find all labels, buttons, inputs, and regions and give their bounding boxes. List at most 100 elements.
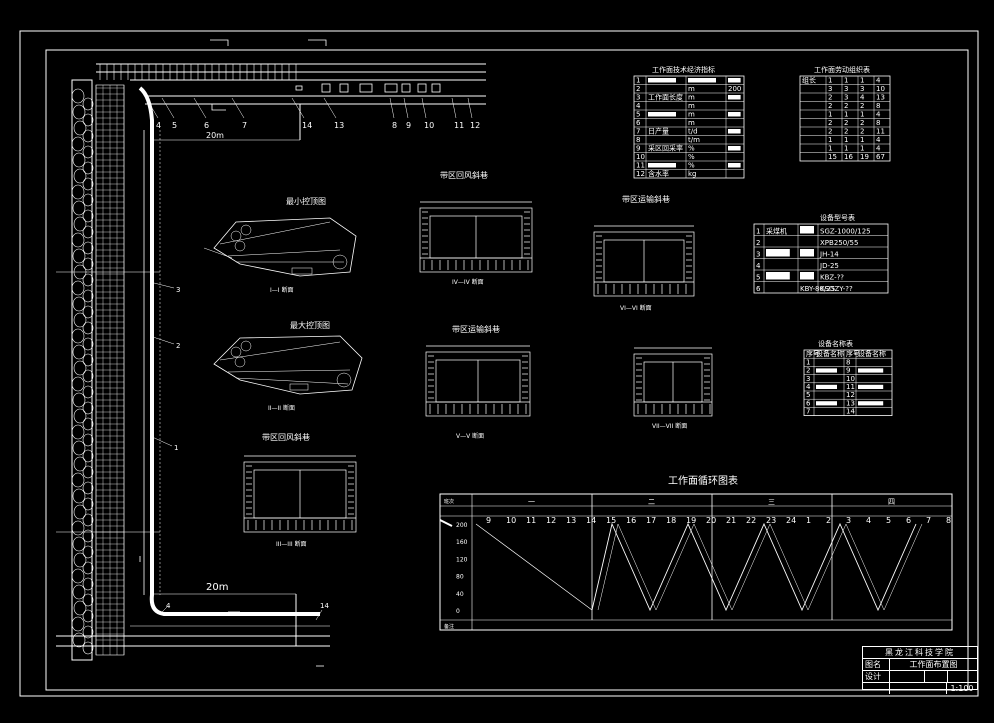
equip-name-table-cell: 7 — [806, 408, 810, 416]
tech-table-cell: 200 — [728, 85, 741, 93]
tech-table-cell: 7 — [636, 128, 640, 136]
sec1-label: I—I 断面 — [270, 286, 293, 294]
sec4-label: IV—IV 断面 — [452, 278, 484, 286]
cycle-hour-15: 15 — [606, 516, 616, 525]
equip-model-table-cell: KBY-80/25 — [800, 285, 835, 293]
sec7-label: VII—VII 断面 — [652, 422, 687, 430]
equip-name-table-cell: 11 — [846, 383, 855, 391]
labor-table-cell: 组长 — [802, 76, 816, 85]
labor-table-cell: 13 — [876, 94, 885, 102]
cycle-hour-9: 9 — [486, 516, 491, 525]
equip-name-table-cell: 9 — [846, 367, 850, 375]
title-block: 黑龙江科技学院 图名 工作面布置图 设计 1:100 — [862, 646, 978, 694]
labor-table-cell: 3 — [844, 85, 848, 93]
section-5 — [425, 345, 531, 417]
tables: 123456789101112工作面长度日产量采区回采率含水率mmmmmt/dt… — [633, 75, 893, 416]
cycle-hour-19: 19 — [686, 516, 696, 525]
equip-name-table-cell: 设备名称 — [858, 349, 886, 358]
tech-table: 123456789101112工作面长度日产量采区回采率含水率mmmmmt/dt… — [633, 75, 745, 179]
plan-label-top-4: 4 — [156, 121, 161, 130]
sec2-label: II—II 断面 — [268, 404, 295, 412]
tech-table-cell: 日产量 — [648, 127, 669, 136]
plan-label-top-11: 11 — [454, 121, 464, 130]
cycle-hour-20: 20 — [706, 516, 716, 525]
equip-model-table: 123456采煤机KBY-80/25SGZ-1000/125XPB250/55J… — [753, 223, 889, 294]
cycle-hour-18: 18 — [666, 516, 676, 525]
labor-table-title: 工作面劳动组织表 — [814, 65, 870, 74]
cycle-hour-12: 12 — [546, 516, 556, 525]
equip-name-table-cell: 8 — [846, 358, 850, 366]
labor-table-cell: 3 — [860, 85, 864, 93]
tech-table-cell: 8 — [636, 136, 640, 144]
labor-table-cell: 1 — [828, 136, 832, 144]
labor-table-cell: 2 — [860, 102, 864, 110]
labor-table-cell: 19 — [860, 153, 869, 161]
equip-model-table-cell: SGZ-1000/125 — [820, 228, 871, 236]
plan-label-top-7: 7 — [242, 121, 247, 130]
cycle-ytick-80: 80 — [456, 574, 464, 581]
equip-name-table-cell: 12 — [846, 391, 855, 399]
min-roof-title: 最小控顶图 — [286, 196, 326, 206]
labor-table-cell: 2 — [828, 128, 832, 136]
equip-model-table-cell: KSGZY-?? — [820, 285, 853, 293]
labor-table-cell: 1 — [828, 145, 832, 153]
cycle-row-top: 班次 — [444, 498, 454, 505]
plan-label-top-10: 10 — [424, 121, 434, 130]
tech-table-cell: 3 — [636, 94, 640, 102]
cycle-title: 工作面循环图表 — [668, 474, 738, 487]
equip-name-table-cell: 10 — [846, 375, 855, 383]
labor-table-cell: 1 — [860, 111, 864, 119]
labor-table-cell: 1 — [844, 145, 848, 153]
cycle-shift-3: 三 — [768, 498, 775, 506]
tb-r4a — [863, 683, 890, 694]
cycle-shift-1: 一 — [528, 498, 535, 506]
max-roof-title: 最大控顶图 — [290, 320, 330, 330]
labor-table-cell: 67 — [876, 153, 885, 161]
roadway-sections — [243, 201, 713, 533]
labor-table-cell: 2 — [844, 102, 848, 110]
equip-name-table-cell: 序号 — [846, 349, 860, 358]
equip-name-table-cell: 序号 — [806, 349, 820, 358]
tech-table-cell: kg — [688, 170, 697, 178]
labor-table-cell: 1 — [844, 77, 848, 85]
cycle-hour-14: 14 — [586, 516, 596, 525]
cycle-hour-17: 17 — [646, 516, 656, 525]
sec6-label: VI—VI 断面 — [620, 304, 652, 312]
cycle-hour-6: 6 — [906, 516, 911, 525]
tech-table-cell: 工作面长度 — [648, 93, 683, 102]
labor-table-cell: 4 — [876, 111, 881, 119]
cycle-hour-10: 10 — [506, 516, 516, 525]
labor-table-cell: 2 — [844, 119, 848, 127]
plan-label-top-8: 8 — [392, 121, 397, 130]
tech-table-cell: 4 — [636, 102, 641, 110]
plan-label-top-13: 13 — [334, 121, 344, 130]
cycle-hour-1: 1 — [806, 516, 811, 525]
cycle-hour-21: 21 — [726, 516, 736, 525]
equip-name-table-cell: 4 — [806, 383, 811, 391]
equip-name-table-cell: 设备名称 — [816, 349, 844, 358]
equip-model-table-cell: 1 — [756, 228, 760, 236]
plan-label-side-3: 3 — [176, 286, 180, 294]
cycle-hour-4: 4 — [866, 516, 871, 525]
cycle-row-bottom: 备注 — [444, 623, 454, 630]
cycle-hour-8: 8 — [946, 516, 951, 525]
equip-model-table-cell: KBZ-?? — [820, 274, 844, 282]
labor-table-cell: 3 — [828, 85, 832, 93]
tech-table-cell: t/d — [688, 128, 698, 136]
tb-r3d — [948, 671, 977, 682]
cycle-hour-5: 5 — [886, 516, 891, 525]
labor-table-cell: 1 — [844, 136, 848, 144]
tb-r4b — [890, 683, 947, 694]
cycle-shift-4: 四 — [888, 498, 895, 506]
plan-label-side-1: 1 — [174, 444, 178, 452]
cycle-hour-16: 16 — [626, 516, 636, 525]
equip-model-table-cell: JH-14 — [819, 251, 839, 259]
tech-table-cell: 9 — [636, 145, 640, 153]
labor-table-cell: 16 — [844, 153, 853, 161]
tech-table-cell: 11 — [636, 162, 645, 170]
cycle-hour-11: 11 — [526, 516, 536, 525]
sec3-title: 带区回风斜巷 — [262, 432, 310, 442]
equip-model-title: 设备型号表 — [820, 213, 855, 222]
